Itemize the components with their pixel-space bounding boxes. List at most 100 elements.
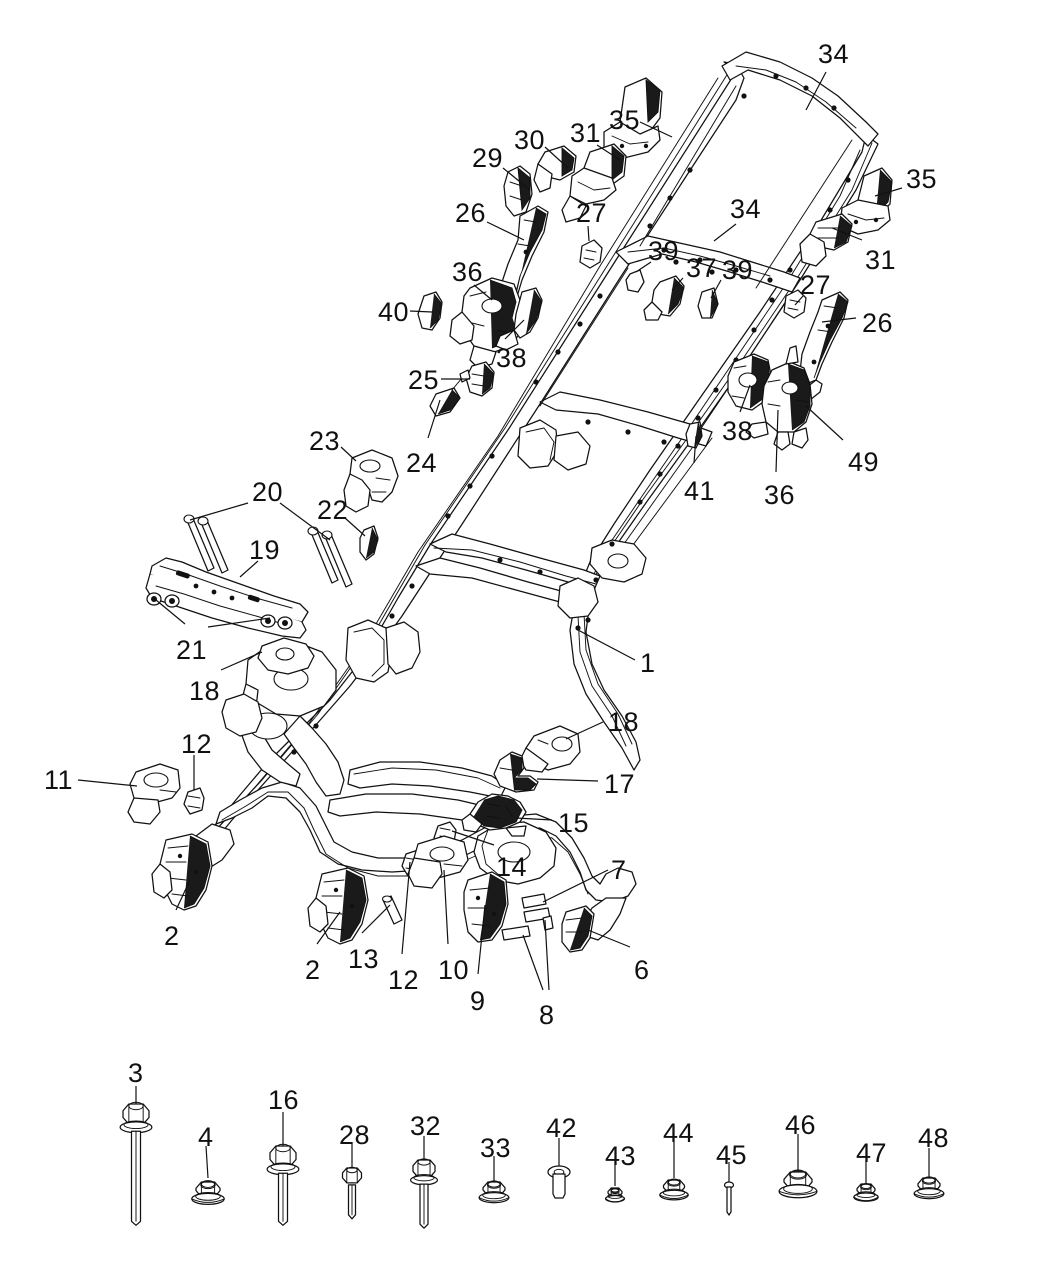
- part-11: [127, 763, 181, 825]
- callout-number-17: 17: [604, 769, 636, 799]
- leader-line-7: [542, 869, 609, 903]
- leader-line-14: [451, 830, 495, 846]
- part-35-right: [839, 167, 893, 235]
- leader-line-17: [536, 778, 599, 782]
- part-31-right: [799, 213, 853, 267]
- leader-line-4: [205, 1145, 209, 1179]
- part-10: [407, 835, 469, 889]
- callout-number-37: 37: [686, 253, 718, 283]
- part-35-left: [603, 77, 663, 159]
- callout-number-2a: 2: [164, 921, 180, 951]
- part-38-left: [495, 287, 543, 351]
- fastener-45: [723, 1181, 735, 1216]
- leader-line-2a: [175, 879, 191, 911]
- leader-line-11: [77, 779, 138, 787]
- callout-number-29: 29: [472, 143, 504, 173]
- leader-line-40: [409, 310, 433, 313]
- part-18-left: [257, 637, 315, 675]
- part-9: [463, 871, 509, 943]
- leader-line-27b: [794, 295, 804, 306]
- callout-number-35b: 35: [906, 164, 938, 194]
- leader-line-20b: [279, 502, 331, 541]
- callout-number-31b: 31: [865, 245, 897, 275]
- part-27-left: [579, 239, 603, 269]
- leader-line-21b: [207, 617, 271, 628]
- callout-number-24: 24: [406, 448, 438, 478]
- leader-line-1: [577, 629, 636, 661]
- callout-number-2b: 2: [305, 955, 321, 985]
- callout-number-44: 44: [663, 1118, 695, 1148]
- callout-number-38a: 38: [496, 343, 528, 373]
- callout-number-36b: 36: [764, 480, 796, 510]
- callout-number-21: 21: [176, 635, 208, 665]
- callout-number-18b: 18: [608, 707, 640, 737]
- part-36-left: [449, 277, 521, 369]
- leader-line-27a: [587, 225, 590, 242]
- callout-number-12b: 12: [388, 965, 420, 995]
- leader-line-18a: [220, 651, 263, 671]
- leader-line-8b: [544, 919, 550, 991]
- leader-line-24: [427, 399, 441, 439]
- leader-line-29: [502, 167, 531, 191]
- leader-line-36b: [775, 409, 779, 473]
- part-18-right: [519, 725, 581, 773]
- leader-line-26b: [821, 317, 857, 323]
- callout-number-35a: 35: [609, 105, 641, 135]
- fastener-3: [119, 1101, 153, 1226]
- leader-line-18b: [565, 721, 604, 740]
- callout-number-9: 9: [470, 986, 486, 1016]
- callout-number-42: 42: [546, 1113, 578, 1143]
- fastener-43: [604, 1187, 626, 1203]
- leader-line-31a: [596, 144, 621, 161]
- callout-number-13: 13: [348, 944, 380, 974]
- part-36-right: [745, 345, 813, 451]
- callout-number-3: 3: [128, 1058, 144, 1088]
- fastener-42: [547, 1165, 571, 1199]
- leader-line-13: [361, 904, 391, 934]
- callout-number-10: 10: [438, 955, 470, 985]
- callout-number-43: 43: [605, 1141, 637, 1171]
- leader-line-35a: [639, 121, 673, 138]
- callout-number-46: 46: [785, 1110, 817, 1140]
- part-38-right: [727, 353, 773, 411]
- callout-number-34: 34: [818, 39, 850, 69]
- part-39-a: [625, 269, 645, 293]
- leader-line-9: [477, 904, 486, 975]
- callout-number-36a: 36: [452, 257, 484, 287]
- callout-number-34b: 34: [730, 194, 762, 224]
- leader-line-34: [805, 71, 827, 111]
- callout-number-32: 32: [410, 1111, 442, 1141]
- part-13: [381, 895, 403, 925]
- leader-line-41: [693, 435, 697, 464]
- callout-number-39a: 39: [648, 236, 680, 266]
- part-22: [359, 525, 379, 561]
- fastener-47: [853, 1182, 879, 1202]
- callout-number-33: 33: [480, 1133, 512, 1163]
- fastener-48: [913, 1176, 945, 1200]
- leader-line-15: [515, 817, 553, 821]
- fastener-4: [191, 1180, 225, 1206]
- callout-number-30: 30: [514, 125, 546, 155]
- leader-line-39b: [710, 279, 722, 299]
- leader-line-38b: [739, 384, 751, 413]
- leader-line-35b: [874, 187, 903, 197]
- callout-number-23: 23: [309, 426, 341, 456]
- callout-number-27b: 27: [800, 270, 832, 300]
- callout-number-20: 20: [252, 477, 284, 507]
- leader-line-22: [344, 517, 366, 537]
- callout-number-47: 47: [856, 1138, 888, 1168]
- leader-line-8: [522, 934, 544, 991]
- callout-number-6: 6: [634, 955, 650, 985]
- part-40: [417, 291, 443, 331]
- callout-number-49: 49: [848, 447, 880, 477]
- part-12-left: [183, 787, 205, 815]
- part-2-left: [151, 833, 213, 911]
- part-6: [561, 905, 595, 953]
- callout-number-26b: 26: [862, 308, 894, 338]
- part-39-b: [697, 287, 719, 319]
- callout-number-41: 41: [684, 476, 716, 506]
- fastener-44: [659, 1178, 689, 1201]
- callout-number-7: 7: [611, 855, 627, 885]
- part-15: [461, 793, 527, 837]
